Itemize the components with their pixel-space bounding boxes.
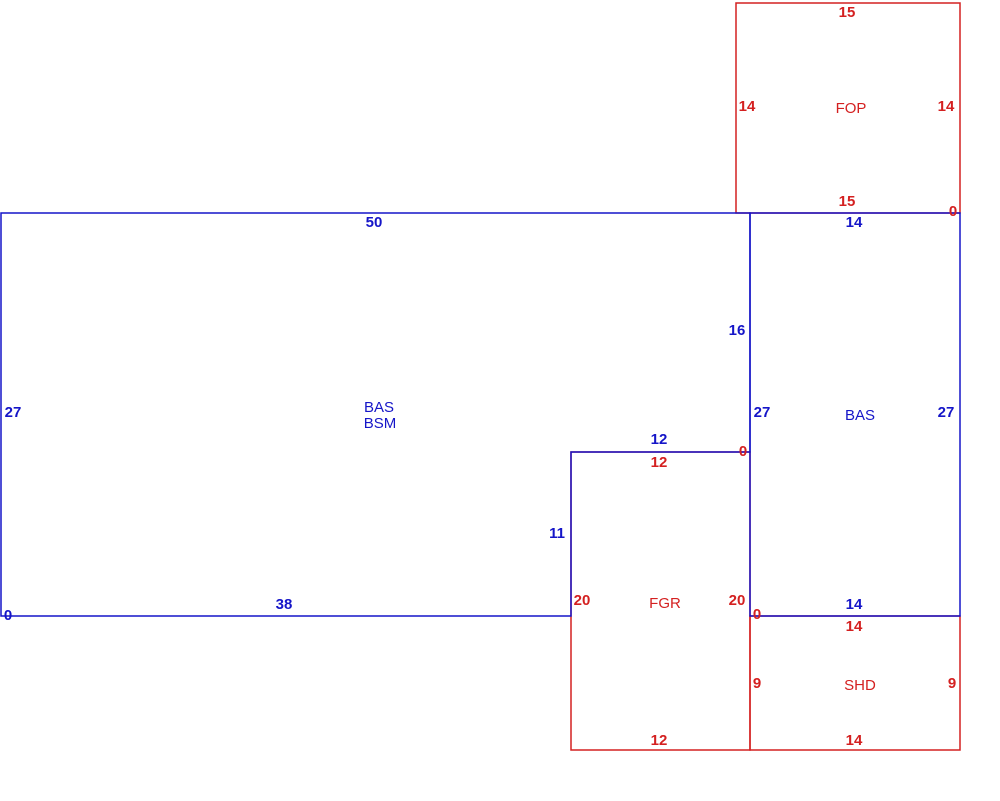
fgr-bottom-dim: 12 xyxy=(651,732,668,749)
bas-main-origin-marker: 0 xyxy=(4,607,12,624)
fop-bottom-dim: 15 xyxy=(839,193,856,210)
bas-main-right-upper-dim: 16 xyxy=(729,322,746,339)
bas-right-area-label: BAS xyxy=(845,407,875,424)
fop-right-dim: 14 xyxy=(938,98,955,115)
shd-right-dim: 9 xyxy=(948,675,956,692)
bas-right-right-dim: 27 xyxy=(938,404,955,421)
bas-right-top-dim: 14 xyxy=(846,214,863,231)
fop-area-label: FOP xyxy=(836,100,867,117)
bas-main-top-dim: 50 xyxy=(366,214,383,231)
bas-main-notch-vert-dim: 11 xyxy=(549,525,565,542)
shd-area-label: SHD xyxy=(844,677,876,694)
fgr-area-label: FGR xyxy=(649,595,681,612)
bas-right-left-dim: 27 xyxy=(754,404,771,421)
fgr-right-dim: 20 xyxy=(729,592,746,609)
bas-main-bottom-dim: 38 xyxy=(276,596,293,613)
bas-right-outline xyxy=(749,212,961,617)
bas-main-area-label: BAS xyxy=(364,399,394,416)
fop-left-dim: 14 xyxy=(739,98,756,115)
fop-origin-marker: 0 xyxy=(949,203,957,220)
fgr-top-dim: 12 xyxy=(651,454,668,471)
bas-main-left-dim: 27 xyxy=(5,404,22,421)
shd-top-dim: 14 xyxy=(846,618,863,635)
shd-bottom-dim: 14 xyxy=(846,732,863,749)
bas-main-notch-top-dim: 12 xyxy=(651,431,668,448)
bas-right-bottom-dim: 14 xyxy=(846,596,863,613)
fgr-origin-marker: 0 xyxy=(739,443,747,460)
shd-left-dim: 9 xyxy=(753,675,761,692)
fgr-left-dim: 20 xyxy=(574,592,591,609)
shd-origin-marker: 0 xyxy=(753,606,761,623)
bsm-area-label: BSM xyxy=(364,415,397,432)
fop-top-dim: 15 xyxy=(839,4,856,21)
